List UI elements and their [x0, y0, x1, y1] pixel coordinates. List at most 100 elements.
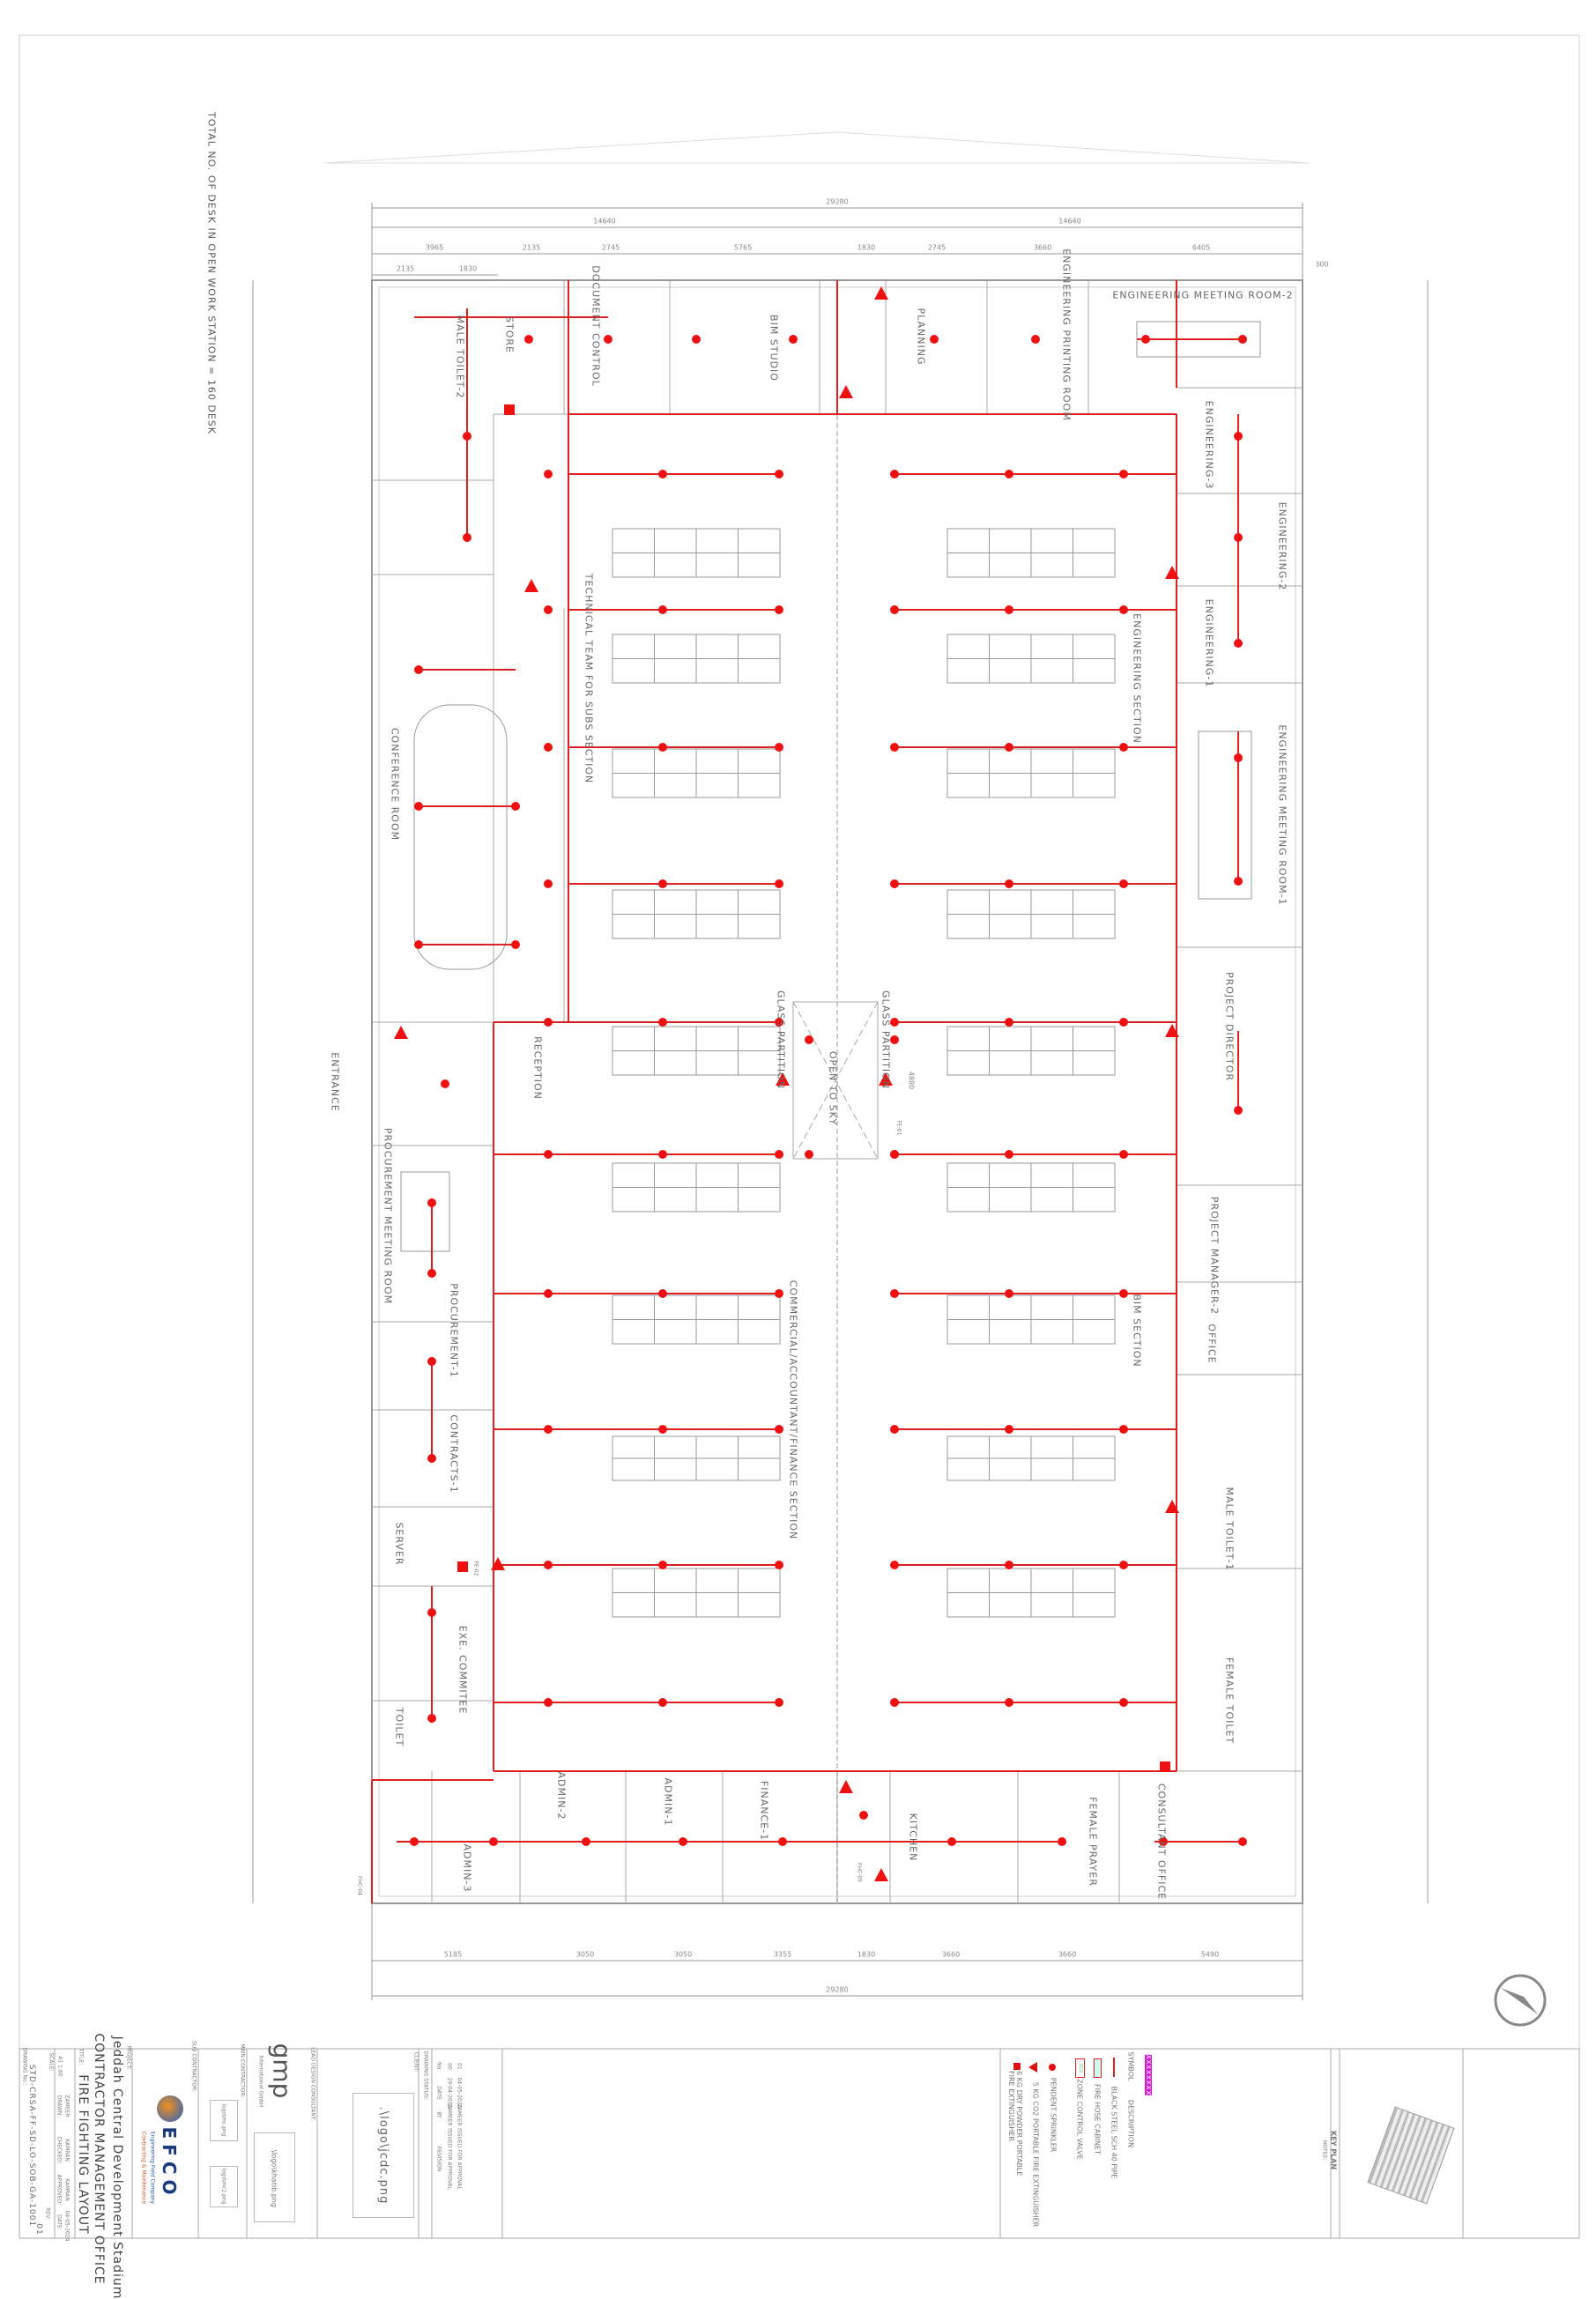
- pendent-sprinkler-icon: [441, 1079, 449, 1088]
- pendent-sprinkler-icon: [544, 1425, 553, 1434]
- pendent-sprinkler-icon: [1005, 1150, 1013, 1159]
- drawing-number: STD-CRSA-FF-SD-LO-SOB-GA-1001: [27, 2064, 36, 2228]
- pendent-sprinkler-icon: [414, 802, 423, 811]
- pendent-sprinkler-icon: [427, 1357, 436, 1366]
- pendent-sprinkler-icon: [463, 432, 471, 441]
- legend-item: 5 KG CO2 PORTABLE FIRE EXTINGUISHER: [1031, 2081, 1040, 2228]
- pendent-sprinkler-icon: [1005, 605, 1013, 614]
- rev-label: REV:: [44, 2207, 51, 2220]
- lead-consultant-label: LEAD DESIGN CONSULTANT:: [309, 2047, 316, 2121]
- pendent-sprinkler-icon: [1058, 1837, 1066, 1846]
- pendent-sprinkler-icon: [1238, 1837, 1247, 1846]
- rev-desc: ISSUED FOR APPROVAL: [456, 2128, 463, 2190]
- drawn-by: ZAMEER: [63, 2095, 71, 2117]
- dim-seg: 5490: [1200, 1950, 1220, 1959]
- pendent-sprinkler-icon: [544, 743, 553, 752]
- dim-seg: 3050: [673, 1950, 693, 1959]
- pendent-sprinkler-icon: [775, 879, 783, 888]
- legend-item: 6 KG DRY POWDER PORTABLE FIRE EXTINGUISH…: [1007, 2071, 1023, 2177]
- notes-label: NOTES:: [1321, 2140, 1328, 2161]
- dimension-lines: [252, 203, 1429, 2000]
- dim-seg: 3660: [1033, 243, 1052, 252]
- project-name: Jeddah Central Development Stadium: [110, 2036, 124, 2299]
- room-label: DOCUMENT CONTROL: [590, 265, 602, 387]
- room-label: GLASS PARTITION: [775, 990, 787, 1090]
- pendent-sprinkler-icon: [1005, 1425, 1013, 1434]
- pendent-sprinkler-icon: [930, 335, 939, 344]
- room-label: OFFICE: [1206, 1324, 1218, 1364]
- pendent-sprinkler-icon: [1005, 1698, 1013, 1707]
- room-label: FEMALE TOILET: [1223, 1657, 1236, 1745]
- dim-seg: 1830: [857, 1950, 876, 1959]
- room-label: CONSULTANT OFFICE: [1155, 1783, 1168, 1901]
- room-label: COMMERCIAL/ACCOUNTANT/FINANCE SECTION: [787, 1279, 799, 1540]
- revision-number: 01: [34, 2223, 43, 2236]
- efco-logo: [157, 2095, 183, 2122]
- dry-powder-extinguisher-icon: [504, 404, 515, 415]
- dim-seg: 3660: [941, 1950, 961, 1959]
- room-label: ENGINEERING MEETING ROOM-1: [1276, 724, 1288, 906]
- room-label: ENGINEERING-1: [1203, 598, 1215, 688]
- pendent-sprinkler-icon: [427, 1714, 436, 1723]
- pendent-sprinkler-icon: [544, 879, 553, 888]
- pendent-sprinkler-icon: [859, 1811, 868, 1820]
- co2-extinguisher-icon: [1165, 1500, 1179, 1513]
- efco-logo-text: EFCO: [159, 2126, 180, 2200]
- furniture: [400, 321, 1261, 1618]
- red-square-icon: [1013, 2063, 1021, 2070]
- drawing-title-line2: FIRE FIGHTING LAYOUT: [76, 2074, 90, 2235]
- pendent-sprinkler-icon: [775, 1150, 783, 1159]
- room-label: ENGINEERING MEETING ROOM-2: [1112, 289, 1294, 301]
- pendent-sprinkler-icon: [1119, 1425, 1128, 1434]
- drawing-no-label: DRAWING No.:: [21, 2047, 28, 2086]
- co2-extinguisher-icon: [879, 1072, 893, 1086]
- pendent-sprinkler-icon: [1234, 753, 1243, 762]
- pendent-sprinkler-icon: [604, 335, 612, 344]
- room-label: BIM STUDIO: [768, 315, 780, 382]
- dim-seg: 3050: [575, 1950, 595, 1959]
- dim-seg: 2135: [522, 243, 541, 252]
- room-label: FEMALE PRAYER: [1087, 1797, 1099, 1887]
- room-label: ENGINEERING-3: [1203, 400, 1215, 490]
- room-label: PLANNING: [915, 308, 927, 366]
- pendent-sprinkler-icon: [1234, 877, 1243, 886]
- pendent-sprinkler-icon: [410, 1837, 419, 1846]
- pendent-sprinkler-icon: [427, 1608, 436, 1617]
- pendent-sprinkler-icon: [778, 1837, 787, 1846]
- checked-label: CHECKED:: [56, 2136, 63, 2164]
- room-label: FINANCE-1: [758, 1780, 770, 1842]
- pendent-sprinkler-icon: [1005, 743, 1013, 752]
- pendent-sprinkler-icon: [544, 1289, 553, 1298]
- rev-by: ZAMEER: [446, 2103, 453, 2126]
- efco-tagline: Contracting & Maintenance: [140, 2131, 147, 2205]
- room-label: STORE: [503, 316, 516, 353]
- room-label: PROJECT MANAGER-2: [1208, 1196, 1221, 1316]
- room-label: ENGINEERING-2: [1276, 501, 1288, 591]
- key-plan-label: KEY PLAN: [1329, 2130, 1338, 2170]
- rev-no: 00: [446, 2063, 453, 2070]
- meeting-table: [1198, 730, 1252, 900]
- pendent-sprinkler-icon: [1005, 879, 1013, 888]
- pendent-sprinkler-icon: [1005, 1018, 1013, 1027]
- main-contractor-label: MAIN CONTRACTOR:: [239, 2043, 246, 2098]
- pendent-sprinkler-icon: [1234, 1106, 1243, 1115]
- pendent-sprinkler-icon: [1159, 1837, 1168, 1846]
- room-label: ADMIN-2: [555, 1771, 568, 1821]
- pendent-sprinkler-icon: [775, 1561, 783, 1569]
- pendent-sprinkler-icon: [1141, 335, 1150, 344]
- dim-seg: 3355: [773, 1950, 792, 1959]
- legend-item: BLACK STEEL SCH 40 PIPE: [1110, 2086, 1118, 2179]
- pendent-sprinkler-icon: [544, 470, 553, 478]
- pendent-sprinkler-icon: [1238, 335, 1247, 344]
- dim-seg: 3965: [425, 243, 444, 252]
- co2-extinguisher-icon: [839, 385, 853, 398]
- pendent-sprinkler-icon: [789, 335, 798, 344]
- pendent-sprinkler-icon: [1234, 432, 1243, 441]
- extinguisher-tag: FE-01: [895, 1120, 902, 1136]
- pendent-sprinkler-icon: [890, 1698, 899, 1707]
- pendent-sprinkler-icon: [679, 1837, 687, 1846]
- hose-cabinet-tag: FHC-04: [356, 1876, 363, 1895]
- pendent-sprinkler-icon: [1005, 1289, 1013, 1298]
- pendent-sprinkler-icon: [658, 1289, 667, 1298]
- dry-powder-extinguisher-icon: [457, 1561, 468, 1572]
